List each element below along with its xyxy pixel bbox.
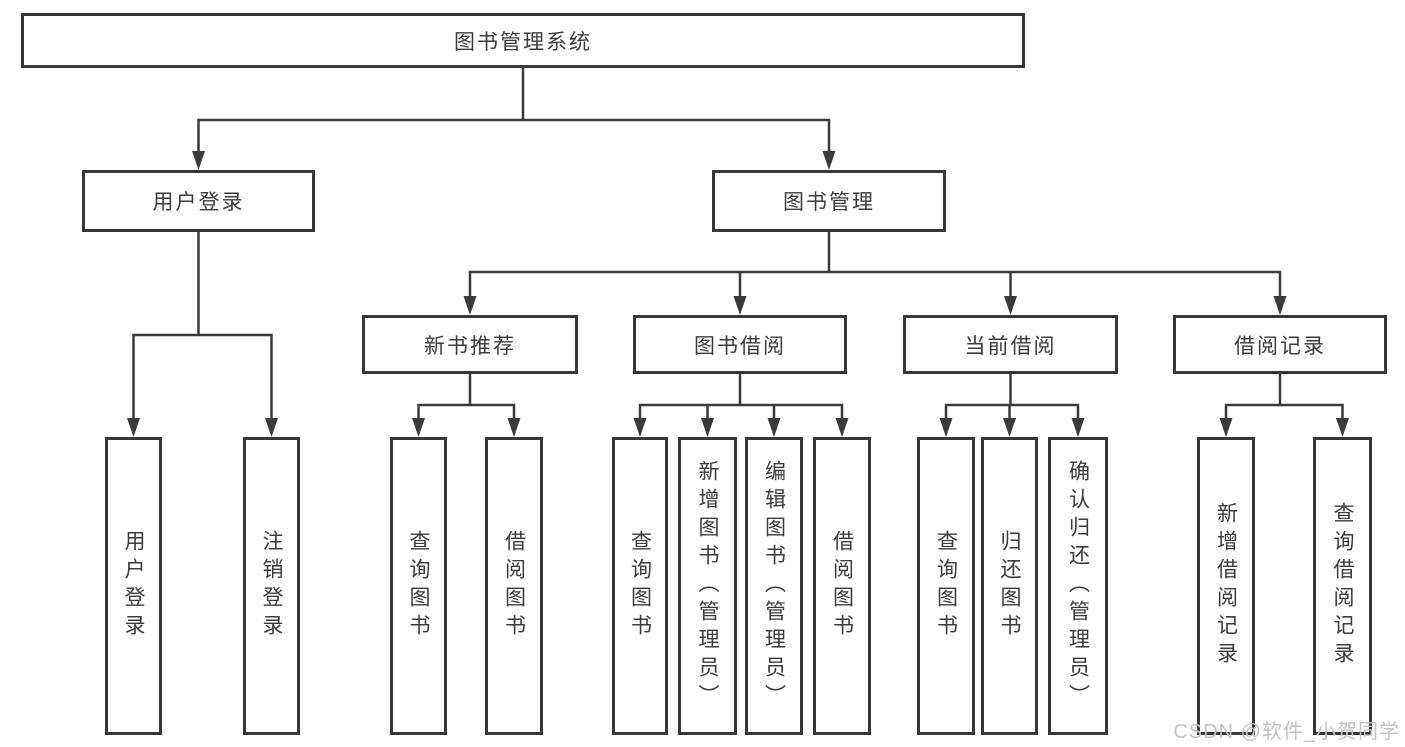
leaf-query-books-borrow: 查询图书 <box>612 437 668 735</box>
leaf-query-borrow-record: 查询借阅记录 <box>1313 437 1372 735</box>
leaf-user-login: 用户登录 <box>105 437 162 735</box>
watermark: CSDN @软件_小贺同学 <box>1173 721 1400 743</box>
leaf-edit-books-admin: 编辑图书（管理员） <box>745 437 803 735</box>
arrowhead-icons <box>127 151 1349 437</box>
node-new-book-recommend: 新书推荐 <box>362 315 578 374</box>
leaf-query-books-recommend: 查询图书 <box>390 437 447 735</box>
leaf-query-books-current: 查询图书 <box>917 437 975 735</box>
leaf-logout: 注销登录 <box>243 437 300 735</box>
node-borrowing-records: 借阅记录 <box>1173 315 1387 374</box>
leaf-return-books: 归还图书 <box>981 437 1038 735</box>
leaf-borrow-books: 借阅图书 <box>813 437 871 735</box>
leaf-add-books-admin: 新增图书（管理员） <box>678 437 737 735</box>
node-root-system: 图书管理系统 <box>21 13 1025 68</box>
leaf-add-borrow-record: 新增借阅记录 <box>1197 437 1255 735</box>
node-book-borrowing: 图书借阅 <box>633 315 847 374</box>
leaf-borrow-books-recommend: 借阅图书 <box>485 437 543 735</box>
node-book-management: 图书管理 <box>712 170 946 232</box>
leaf-confirm-return-admin: 确认归还（管理员） <box>1048 437 1108 735</box>
node-current-borrowing: 当前借阅 <box>903 315 1118 374</box>
node-user-login: 用户登录 <box>82 170 315 232</box>
